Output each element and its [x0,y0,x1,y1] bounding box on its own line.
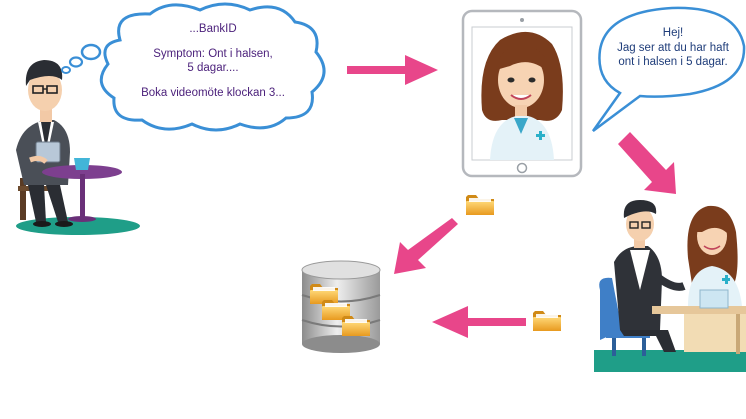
folder-icon [533,311,561,331]
consultation-illustration [594,200,746,372]
speech-line-2: Jag ser att du har haft [617,41,729,54]
speech-line-3: ont i halsen i 5 dagar. [618,56,728,68]
speech-line-greeting: Hej! [662,27,684,39]
database-icon [301,260,381,353]
arrow-consultation-to-database [432,306,526,338]
arrow-to-consultation [618,132,676,194]
folder-icon [466,195,494,215]
arrow-to-tablet [347,55,438,85]
thought-line-symptom: Symptom: Ont i halsen, [153,47,273,60]
arrow-to-database [394,218,458,274]
thought-line-bankid: ...BankID [189,23,237,35]
thought-bubble-text: ...BankID Symptom: Ont i halsen, 5 dagar… [118,22,308,100]
speech-bubble [591,6,746,133]
thought-bubble-cloud [61,2,326,132]
thought-line-booking: Boka videomöte klockan 3... [141,86,285,99]
speech-bubble-text: Hej! Jag ser att du har haft ont i halse… [600,26,746,70]
tablet-video-call-illustration [461,9,583,178]
thought-line-duration: 5 dagar.... [187,62,239,74]
patient-at-table-illustration [16,60,140,235]
